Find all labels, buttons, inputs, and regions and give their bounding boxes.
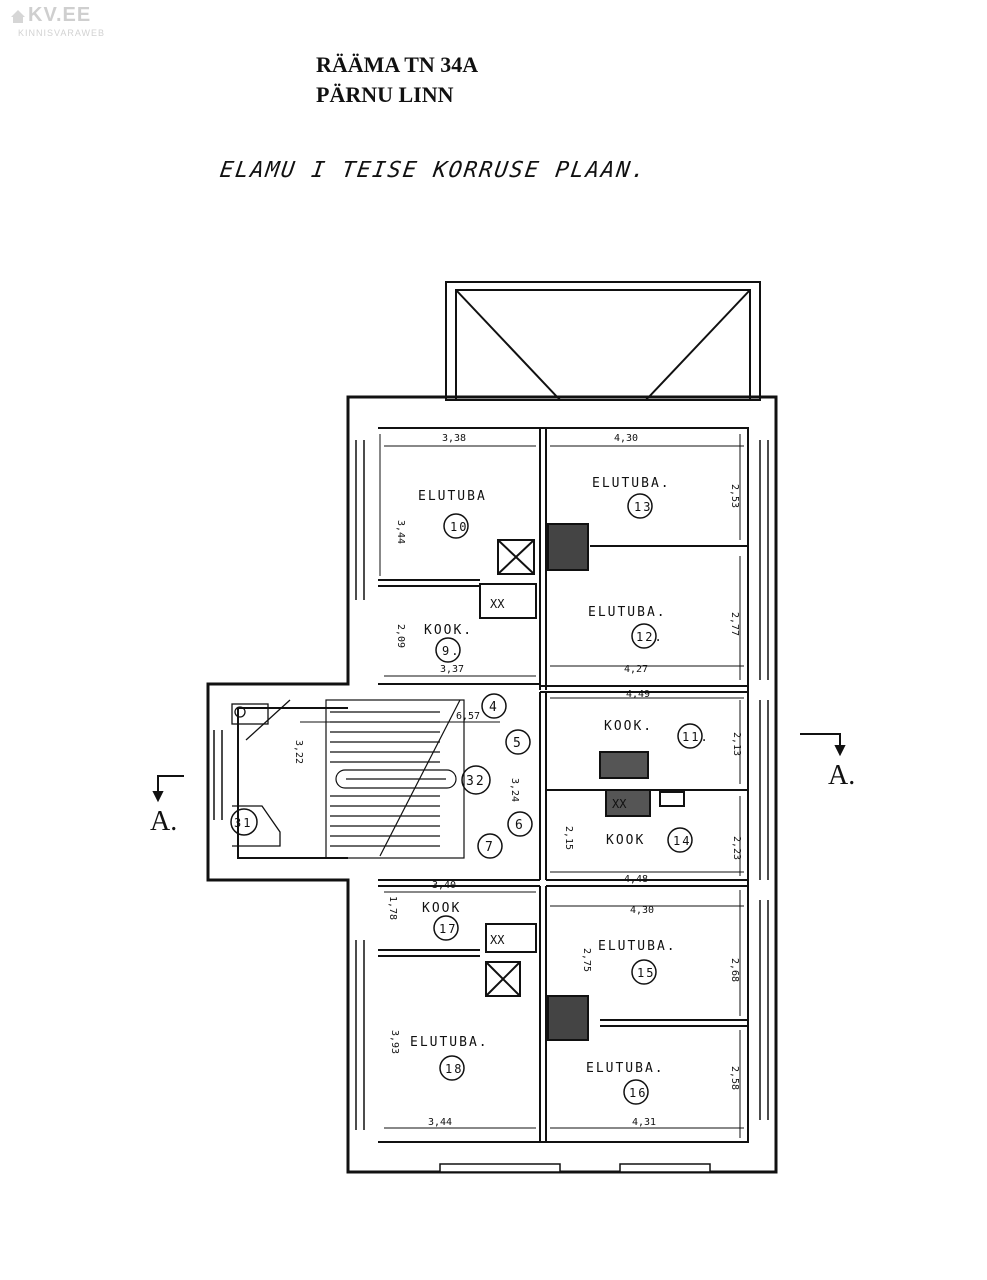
dim-449: 4,49 xyxy=(626,689,650,700)
dim-430-bottom: 4,30 xyxy=(630,905,654,916)
kv-ee-logo: KV.EE KINNISVARAWEB xyxy=(10,4,170,42)
room-11-number: 11. xyxy=(682,730,710,744)
dim-393: 3,93 xyxy=(389,1030,400,1054)
room-6-number: 6 xyxy=(515,818,525,833)
section-cut-left xyxy=(152,775,184,803)
dim-338: 3,38 xyxy=(442,433,466,444)
dim-268: 2,68 xyxy=(729,958,740,982)
room-17-number: 17 xyxy=(439,922,457,936)
dim-277: 2,77 xyxy=(729,612,740,636)
dim-427: 4,27 xyxy=(624,664,648,675)
outer-walls xyxy=(206,395,778,1174)
dim-322: 3,22 xyxy=(293,740,304,764)
dim-209: 2,09 xyxy=(395,624,406,648)
room-31-number: 31 xyxy=(234,816,252,830)
room-15-number: 15 xyxy=(637,966,655,980)
interior-walls xyxy=(378,428,748,1142)
staircase xyxy=(325,699,465,859)
room-18-name: ELUTUBA. xyxy=(410,1035,489,1050)
balcony xyxy=(445,281,761,401)
dim-324: 3,24 xyxy=(509,778,520,802)
dim-430-top: 4,30 xyxy=(614,433,638,444)
section-cut-right xyxy=(800,733,846,757)
city-title: PÄRNU LINN xyxy=(316,82,454,107)
room-10-number: 10 xyxy=(450,520,468,534)
dim-213: 2,13 xyxy=(731,732,742,756)
logo-text: KV.EE xyxy=(28,4,92,26)
room-32-number: 32 xyxy=(466,774,486,789)
room-15-name: ELUTUBA. xyxy=(598,939,677,954)
room-9-number: 9. xyxy=(442,644,460,658)
dim-657: 6,57 xyxy=(456,711,480,722)
dim-340: 3,40 xyxy=(432,880,456,891)
house-icon xyxy=(11,10,25,23)
dim-344-top: 3,44 xyxy=(395,520,406,544)
room-13-name: ELUTUBA. xyxy=(592,476,671,491)
stove-mark-17: XX xyxy=(490,933,505,947)
room-number-circles xyxy=(230,493,703,1105)
room-16-name: ELUTUBA. xyxy=(586,1061,665,1076)
room-4-number: 4 xyxy=(489,700,499,715)
room-17-name: KOOK xyxy=(422,901,461,916)
room-9-name: KOOK. xyxy=(424,623,473,638)
dim-253: 2,53 xyxy=(729,484,740,508)
room-10-name: ELUTUBA xyxy=(418,489,487,504)
dim-223: 2,23 xyxy=(731,836,742,860)
room-11-name: KOOK. xyxy=(604,719,653,734)
room-12-name: ELUTUBA. xyxy=(588,605,667,620)
stove-mark-14: XX xyxy=(612,797,627,811)
room-12-number: 12. xyxy=(636,630,664,644)
dim-275: 2,75 xyxy=(581,948,592,972)
dimension-lines xyxy=(300,434,744,1138)
room-14-name: KOOK xyxy=(606,833,645,848)
dim-344-bottom: 3,44 xyxy=(428,1117,452,1128)
room-18-number: 18 xyxy=(445,1062,463,1076)
room-14-number: 14 xyxy=(673,834,691,848)
dim-337: 3,37 xyxy=(440,664,464,675)
chimneys xyxy=(479,523,685,1041)
stove-mark-9: XX xyxy=(490,597,505,611)
dim-448: 4,48 xyxy=(624,874,648,885)
room-13-number: 13 xyxy=(634,500,652,514)
dim-215: 2,15 xyxy=(563,826,574,850)
room-7-number: 7 xyxy=(485,840,495,855)
address-title: RÄÄMA TN 34A xyxy=(316,52,479,77)
bath-fixtures xyxy=(231,699,291,847)
section-label-right: A. xyxy=(828,760,855,791)
room-5-number: 5 xyxy=(513,736,523,751)
windows xyxy=(213,440,769,1173)
dim-431: 4,31 xyxy=(632,1117,656,1128)
section-label-left: A. xyxy=(150,806,177,837)
dim-258: 2,58 xyxy=(729,1066,740,1090)
dim-178: 1,78 xyxy=(387,896,398,920)
room-16-number: 16 xyxy=(629,1086,647,1100)
logo-subtext: KINNISVARAWEB xyxy=(18,28,106,38)
